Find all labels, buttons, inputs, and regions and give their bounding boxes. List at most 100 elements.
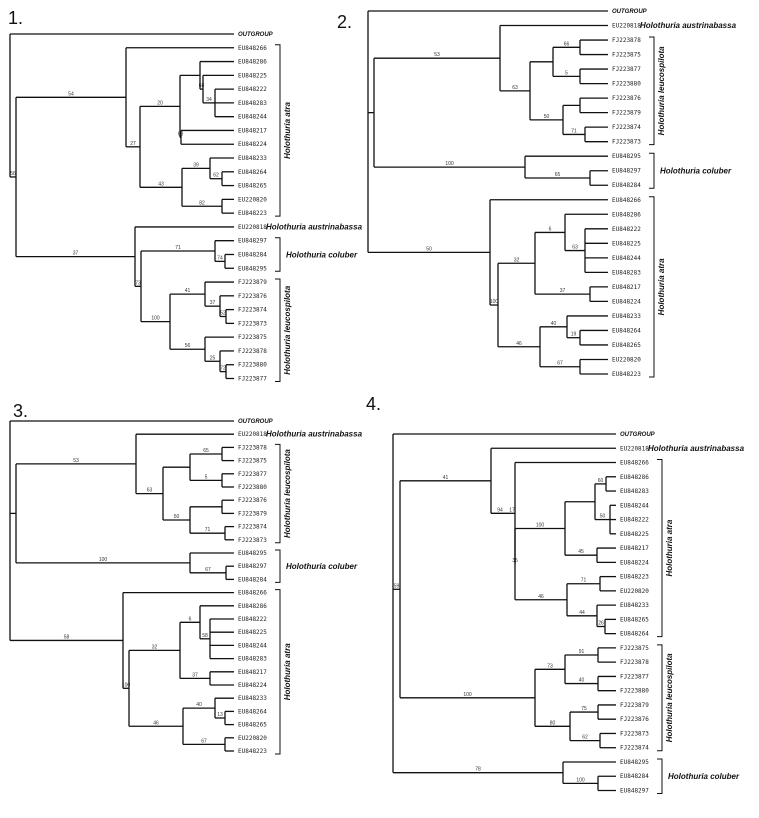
- group-label: Holothuria coluber: [660, 167, 732, 176]
- leaf-label: EU220820: [238, 196, 267, 203]
- leaf-label: EU848295: [238, 550, 267, 557]
- bootstrap-value: 53: [434, 52, 440, 58]
- bootstrap-value: 50: [174, 514, 180, 520]
- outgroup-label: OUTGROUP: [612, 9, 648, 15]
- leaf-label: FJ223878: [238, 348, 267, 355]
- leaf-label: EU848223: [238, 748, 267, 755]
- leaf-label: EU848286: [238, 59, 267, 66]
- bootstrap-value: 52: [220, 310, 226, 316]
- bootstrap-value: 68: [199, 83, 205, 89]
- group-label: Holothuria coluber: [286, 250, 358, 259]
- leaf-label: EU848233: [612, 313, 641, 320]
- leaf-label: EU848283: [238, 656, 267, 663]
- panel-number: 3.: [13, 401, 28, 421]
- leaf-label: EU848233: [238, 695, 267, 702]
- outgroup-label: OUTGROUP: [238, 419, 274, 425]
- leaf-label: EU848244: [238, 642, 267, 649]
- leaf-label: EU220820: [620, 588, 649, 595]
- panel-number: 4.: [366, 394, 381, 414]
- leaf-label: EU848266: [612, 197, 641, 204]
- bootstrap-value: 63: [512, 85, 518, 91]
- group-label: Holothuria leucospilota: [283, 285, 292, 374]
- bootstrap-value: 37: [560, 288, 566, 294]
- bootstrap-value: 71: [205, 527, 211, 533]
- leaf-label: EU848224: [620, 559, 649, 566]
- bootstrap-value: 63: [572, 245, 578, 251]
- group-label: Holothuria atra: [657, 258, 666, 315]
- bootstrap-value: 91: [579, 649, 585, 655]
- tree-panel-2: 2.OUTGROUPEU220818FJ223878FJ22387566FJ22…: [337, 9, 737, 378]
- group-label: Holothuria leucospilota: [657, 46, 666, 135]
- bootstrap-value: 32: [514, 257, 520, 263]
- group-label: Holothuria coluber: [668, 772, 740, 781]
- bootstrap-value: 100: [99, 557, 108, 563]
- bootstrap-value: 56: [10, 171, 16, 177]
- leaf-label: EU848244: [620, 502, 649, 509]
- bootstrap-value: 63: [147, 488, 153, 494]
- leaf-label: EU848286: [620, 474, 649, 481]
- bootstrap-value: 46: [153, 720, 159, 726]
- group-bracket: [657, 644, 663, 752]
- bootstrap-value: 65: [555, 172, 561, 178]
- leaf-label: FJ223876: [612, 95, 641, 102]
- leaf-label: EU848297: [238, 563, 267, 570]
- leaf-label: EU848233: [238, 155, 267, 162]
- leaf-label: EU848297: [612, 168, 641, 175]
- species-label: Holothuria austrinabassa: [648, 444, 745, 453]
- leaf-label: EU220820: [238, 735, 267, 742]
- group-bracket: [275, 278, 281, 382]
- leaf-label: EU848222: [238, 616, 267, 623]
- leaf-label: FJ223873: [620, 730, 649, 737]
- leaf-label: FJ223873: [238, 537, 267, 544]
- leaf-label: EU848297: [620, 788, 649, 795]
- leaf-label: EU848295: [612, 153, 641, 160]
- bootstrap-value: 67: [201, 738, 207, 744]
- leaf-label: EU848284: [620, 773, 649, 780]
- bootstrap-value: 94: [497, 507, 503, 513]
- leaf-label: EU848225: [620, 531, 649, 538]
- leaf-label: EU848284: [612, 182, 641, 189]
- leaf-label: EU848286: [238, 603, 267, 610]
- group-bracket: [275, 44, 281, 217]
- bootstrap-value: 19: [571, 332, 577, 338]
- bootstrap-value: 72: [220, 366, 226, 372]
- group-label: Holothuria leucospilota: [665, 653, 674, 742]
- leaf-label: EU848264: [238, 169, 267, 176]
- leaf-label: EU848266: [238, 45, 267, 52]
- outgroup-label: OUTGROUP: [620, 432, 656, 438]
- leaf-label: FJ223873: [238, 320, 267, 327]
- bootstrap-value: 100: [445, 161, 454, 167]
- leaf-label: EU848222: [620, 517, 649, 524]
- leaf-label: EU848224: [238, 141, 267, 148]
- leaf-label: EU848264: [612, 327, 641, 334]
- bootstrap-value: 62: [582, 735, 588, 741]
- bootstrap-value: 73: [135, 280, 141, 286]
- leaf-label: FJ223874: [612, 124, 641, 131]
- leaf-label: EU848283: [620, 488, 649, 495]
- leaf-label: FJ223877: [238, 471, 267, 478]
- bootstrap-value: 78: [475, 767, 481, 773]
- group-bracket: [649, 152, 655, 189]
- leaf-label: FJ223875: [238, 458, 267, 465]
- leaf-label: FJ223879: [612, 110, 641, 117]
- leaf-label: FJ223875: [612, 52, 641, 59]
- bootstrap-value: 100: [536, 522, 545, 528]
- bootstrap-value: 60: [598, 478, 604, 484]
- leaf-label: EU848266: [620, 460, 649, 467]
- bootstrap-value: 27: [130, 141, 136, 147]
- bootstrap-value: 50: [426, 246, 432, 252]
- bootstrap-value: 17: [509, 507, 515, 513]
- leaf-label: FJ223877: [238, 376, 267, 383]
- group-bracket: [657, 459, 663, 638]
- leaf-label: EU848222: [612, 226, 641, 233]
- bootstrap-value: 37: [192, 672, 198, 678]
- leaf-label: EU848244: [612, 255, 641, 262]
- leaf-label: FJ223874: [620, 745, 649, 752]
- leaf-label: EU220818: [238, 224, 267, 231]
- leaf-label: FJ223875: [620, 645, 649, 652]
- bootstrap-value: 71: [571, 128, 577, 134]
- leaf-label: EU848225: [612, 240, 641, 247]
- leaf-label: EU848222: [238, 86, 267, 93]
- leaf-label: EU848283: [238, 100, 267, 107]
